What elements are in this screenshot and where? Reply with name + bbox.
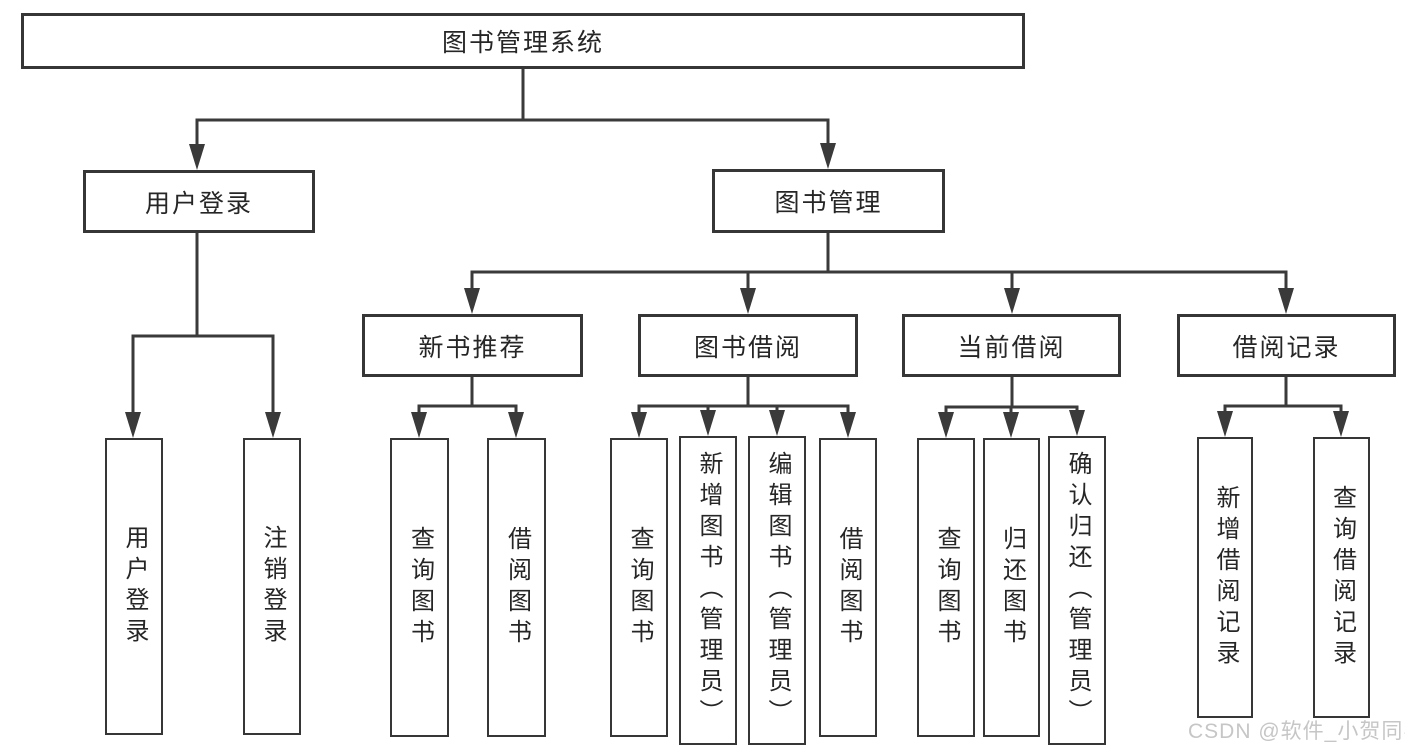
arrowhead-icon bbox=[631, 412, 647, 438]
connector-borrow-to-leaves bbox=[637, 375, 850, 422]
arrowhead-icon bbox=[1004, 288, 1020, 314]
arrowhead-icon bbox=[820, 143, 836, 169]
arrowhead-icon bbox=[700, 410, 716, 436]
connector-root-to-level2 bbox=[195, 67, 830, 152]
arrowhead-icon bbox=[265, 412, 281, 438]
arrowhead-icon bbox=[1333, 411, 1349, 437]
watermark-text: CSDN @软件_小贺同学 bbox=[1188, 720, 1405, 743]
arrowhead-icon bbox=[1003, 412, 1019, 438]
arrowhead-icon bbox=[125, 412, 141, 438]
arrowhead-icon bbox=[464, 288, 480, 314]
arrowhead-icon bbox=[1278, 288, 1294, 314]
arrowhead-icon bbox=[1217, 411, 1233, 437]
leaf-query-borrow-record: 查询借阅记录 bbox=[1313, 437, 1370, 718]
node-user-login: 用户登录 bbox=[83, 170, 315, 233]
arrowhead-icon bbox=[840, 412, 856, 438]
connector-bookmgmt-to-level3 bbox=[470, 231, 1288, 297]
leaf-query-books: 查询图书 bbox=[390, 438, 449, 737]
leaf-confirm-return-admin: 确认归还（管理员） bbox=[1048, 436, 1106, 745]
arrowhead-icon bbox=[769, 410, 785, 436]
leaf-edit-book-admin: 编辑图书（管理员） bbox=[748, 436, 806, 745]
leaf-add-borrow-record: 新增借阅记录 bbox=[1197, 437, 1253, 718]
leaf-add-book-admin: 新增图书（管理员） bbox=[679, 436, 737, 745]
leaf-return-books: 归还图书 bbox=[983, 438, 1040, 737]
node-library-management-system: 图书管理系统 bbox=[21, 13, 1025, 69]
node-borrowing-records: 借阅记录 bbox=[1177, 314, 1396, 377]
connector-newbook-to-leaves bbox=[417, 375, 518, 422]
node-new-book-recommendation: 新书推荐 bbox=[362, 314, 583, 377]
node-book-borrowing: 图书借阅 bbox=[638, 314, 858, 377]
arrowhead-icon bbox=[189, 144, 205, 170]
connector-userlogin-to-leaves bbox=[131, 231, 275, 420]
leaf-user-login: 用户登录 bbox=[105, 438, 163, 735]
node-book-management: 图书管理 bbox=[712, 169, 945, 233]
arrowhead-icon bbox=[740, 288, 756, 314]
leaf-query-books: 查询图书 bbox=[610, 438, 668, 737]
leaf-borrow-books: 借阅图书 bbox=[819, 438, 877, 737]
node-current-borrowing: 当前借阅 bbox=[902, 314, 1121, 377]
connector-records-to-leaves bbox=[1223, 375, 1343, 421]
arrowhead-icon bbox=[411, 412, 427, 438]
arrowhead-icon bbox=[508, 412, 524, 438]
connector-current-to-leaves bbox=[944, 375, 1079, 422]
leaf-query-books: 查询图书 bbox=[917, 438, 975, 737]
leaf-logout: 注销登录 bbox=[243, 438, 301, 735]
arrowhead-icon bbox=[938, 412, 954, 438]
leaf-borrow-books: 借阅图书 bbox=[487, 438, 546, 737]
arrowhead-icon bbox=[1069, 410, 1085, 436]
